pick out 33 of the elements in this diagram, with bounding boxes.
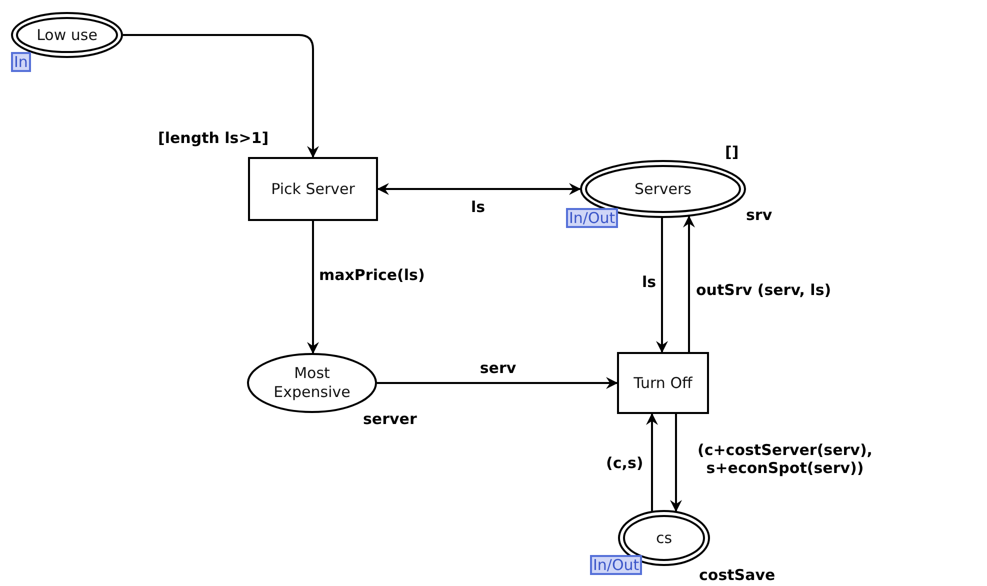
arc-arrow [377,377,618,389]
transition-box [248,157,378,221]
place-annotation: costSave [699,566,776,584]
place-ellipse [11,12,123,58]
node-label: cs [656,528,672,548]
place-annotation: [length ls>1] [158,129,269,147]
arc-inscription: (c,s) [606,454,644,472]
arc-inscription: ls [470,198,486,216]
node-label: Servers [634,180,692,198]
place-annotation: [] [725,143,739,161]
arc-inscription: ls [642,273,656,291]
port-tag: In [11,52,31,72]
node-label: Low use [36,26,98,44]
arc-arrow [123,34,319,158]
transition-box [617,352,709,414]
arc-inscription: serv [480,359,516,377]
arc-arrow [683,216,695,352]
node-label: Most Expensive [272,364,352,402]
node-label: Pick Server [271,180,355,198]
arc-arrow [656,218,668,353]
arc-arrow [377,183,581,195]
place-ellipse [247,353,377,413]
arc-arrow [646,413,658,511]
arc-arrow [307,221,319,354]
place-annotation: server [363,410,417,428]
arc-arrow [670,414,682,512]
node-label: Turn Off [634,374,692,392]
place-annotation: srv [746,206,772,224]
arc-inscription: maxPrice(ls) [319,266,425,284]
port-tag: In/Out [566,208,618,228]
port-tag: In/Out [590,555,642,575]
arc-inscription: (c+costServer(serv), s+econSpot(serv)) [696,441,874,477]
arc-inscription: outSrv (serv, ls) [696,281,832,299]
